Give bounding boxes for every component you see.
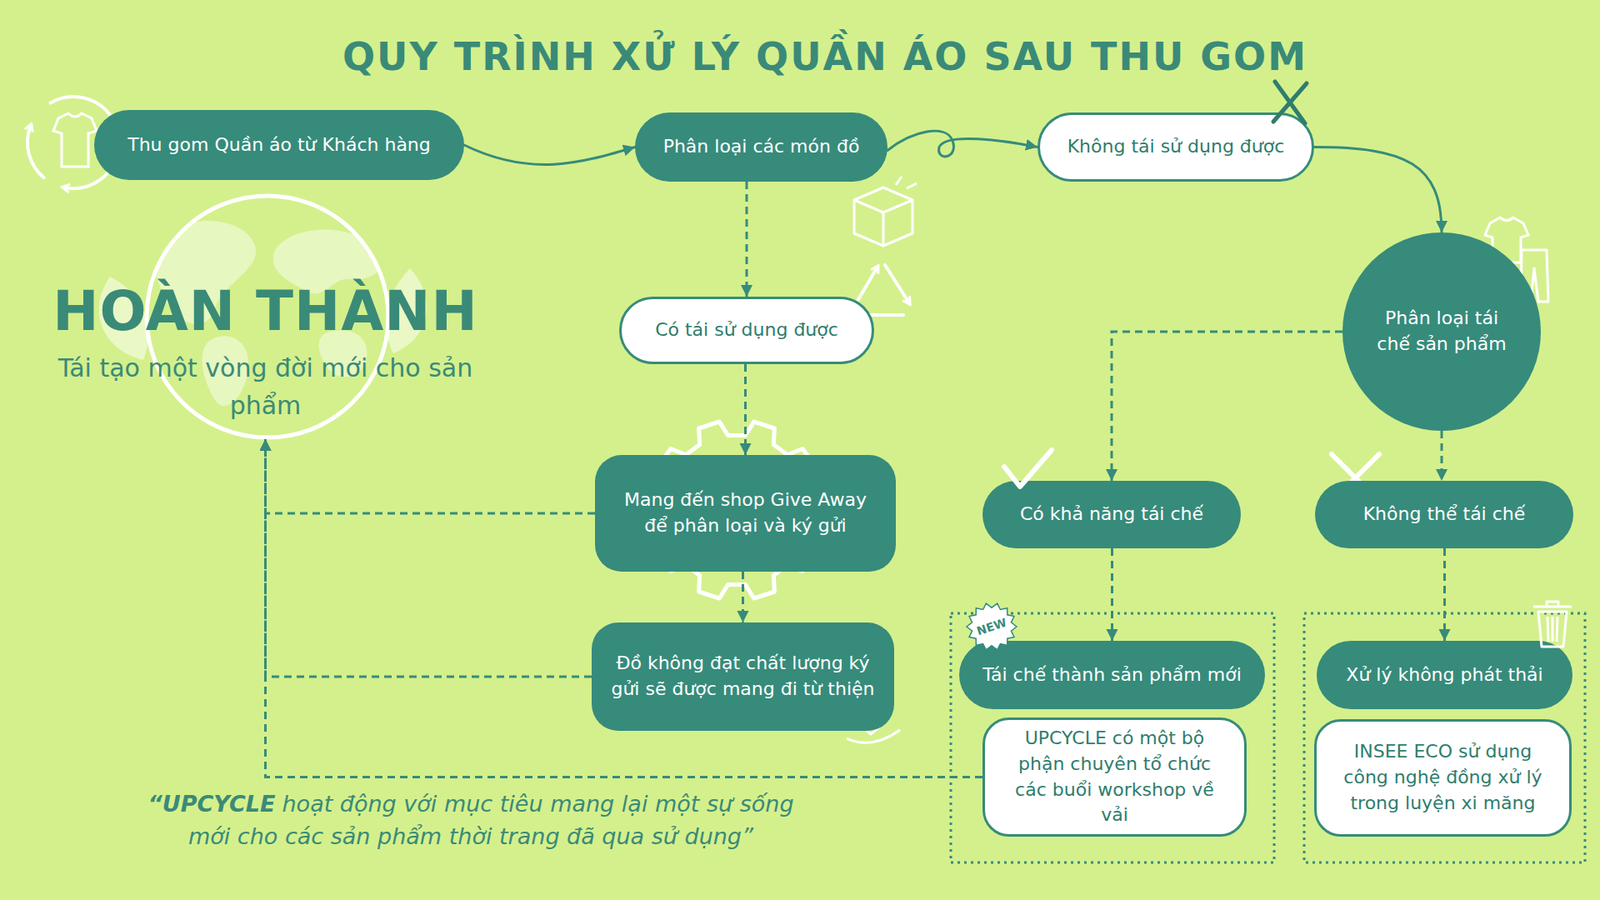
group-frame [1304,613,1585,863]
flow-arrow [1111,331,1343,481]
node-text: Không thể tái chế [1331,501,1557,528]
box-outline [854,187,913,246]
completion-subtitle: Tái tạo một vòng đời mới cho sản phẩm [49,349,483,425]
flow-arrow [265,439,984,778]
quote: “UPCYCLEhoạt động với mục tiêu mang lại … [125,787,817,853]
recycle-chevron [855,268,877,305]
node-text: Có tái sử dụng được [638,317,855,344]
recycle-chevron [885,265,909,302]
flow-arrow [265,439,596,514]
quote-text: “UPCYCLE [147,790,275,817]
badge-text: NEW [958,595,1025,660]
flow-arrow [1110,548,1114,641]
node-text: Tái chế thành sản phẩm mới [975,662,1249,689]
box-icon [854,176,917,246]
note-box: INSEE ECO sử dụng công nghệ đồng xử lý t… [1314,719,1572,837]
node-text: Phân loại các món đồ [651,134,871,160]
flow-arrow [265,439,593,677]
flow-arrow [464,145,635,165]
group-frame [950,613,1275,863]
trash-icon [1533,601,1572,647]
flow-arrow [1440,430,1444,481]
process-pill: Xử lý không phát thải [1316,640,1573,710]
recycle-arc [50,96,114,120]
node-text: Đồ không đạt chất lượng ký gửi sẽ được m… [608,650,878,703]
process-circle: Phân loại tái chế sản phẩm [1342,232,1541,431]
flow-arrow [1443,548,1446,641]
process-pill: Tái chế thành sản phẩm mới [959,640,1265,710]
process-pill: Không thể tái chế [1315,480,1574,549]
hand [846,730,900,743]
node-text: Có khả năng tái chế [999,501,1225,528]
flow-arrow [744,364,747,455]
node-text: Xử lý không phát thải [1333,662,1556,689]
quote-text: hoạt động với mục tiêu mang lại một sự s… [188,790,795,850]
new-badge: NEW [965,601,1019,652]
trash-lid [1533,601,1572,642]
recycle-arc [27,126,45,178]
node-text: Mang đến shop Give Away để phân loại và … [611,487,880,540]
completion-heading: HOÀN THÀNH [30,280,500,344]
outcome-pill: Có tái sử dụng được [619,296,875,365]
note-box: UPCYCLE có một bộ phận chuyên tổ chức cá… [982,717,1247,837]
process-pill: Phân loại các món đồ [635,112,888,182]
flow-arrow [745,181,749,297]
flow-arrow [741,571,745,623]
node-text: Phân loại tái chế sản phẩm [1367,305,1516,358]
flow-arrow [1314,147,1442,234]
shirt-icon [53,113,97,167]
process-box: Mang đến shop Give Away để phân loại và … [595,455,896,572]
node-text: Không tái sử dụng được [1056,134,1295,160]
process-box: Đồ không đạt chất lượng ký gửi sẽ được m… [591,622,895,731]
process-pill: Có khả năng tái chế [982,480,1241,549]
node-text: Thu gom Quần áo từ Khách hàng [110,132,448,159]
completion-block: HOÀN THÀNHTái tạo một vòng đời mới cho s… [30,265,500,440]
diagram-title: QUY TRÌNH XỬ LÝ QUẦN ÁO SAU THU GOM [300,31,1350,82]
process-pill: Thu gom Quần áo từ Khách hàng [94,110,465,180]
node-text: INSEE ECO sử dụng công nghệ đồng xử lý t… [1333,739,1553,816]
node-text: UPCYCLE có một bộ phận chuyên tổ chức cá… [1001,725,1228,829]
flow-arrow [887,130,1038,157]
box-sparkle [895,176,917,189]
